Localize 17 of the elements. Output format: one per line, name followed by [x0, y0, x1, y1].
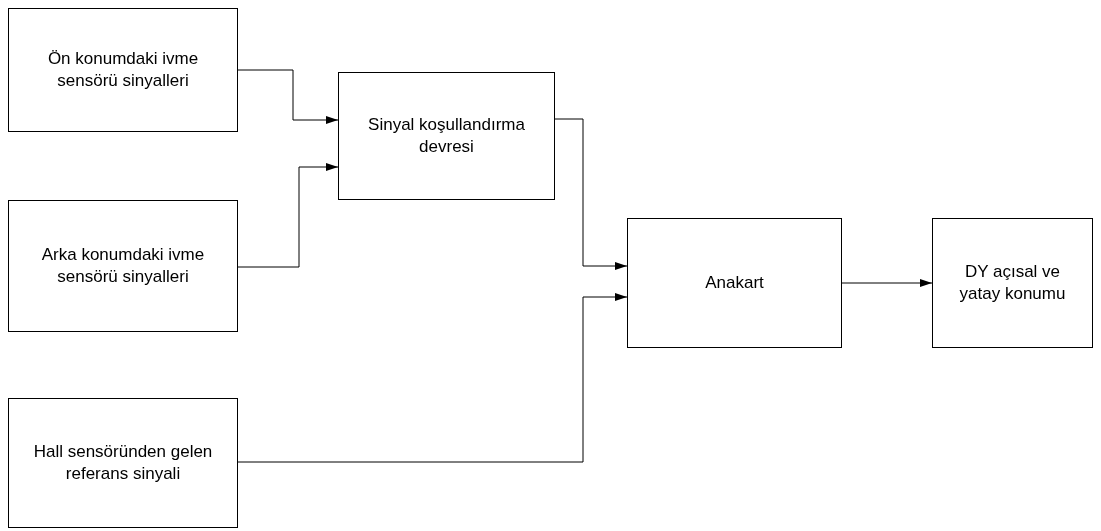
process-box	[627, 218, 842, 348]
connector-arrow	[554, 118, 628, 270]
connector-arrow	[841, 279, 933, 287]
connector-arrow	[237, 293, 628, 463]
box-label: Ön konumdaki ivme sensörü sinyalleri	[46, 48, 200, 92]
connector-arrow	[237, 69, 339, 124]
process-box	[338, 72, 555, 200]
process-box	[8, 200, 238, 332]
box-label: Hall sensöründen gelen referans sinyali	[32, 441, 214, 485]
box-label: Sinyal koşullandırma devresi	[367, 114, 526, 158]
box-label: DY açısal ve yatay konumu	[958, 261, 1067, 305]
box-label: Arka konumdaki ivme sensörü sinyalleri	[40, 244, 206, 288]
box-label: Anakart	[705, 272, 764, 294]
connector-arrow	[237, 163, 339, 268]
process-box	[8, 8, 238, 132]
process-box	[8, 398, 238, 528]
process-box	[932, 218, 1093, 348]
